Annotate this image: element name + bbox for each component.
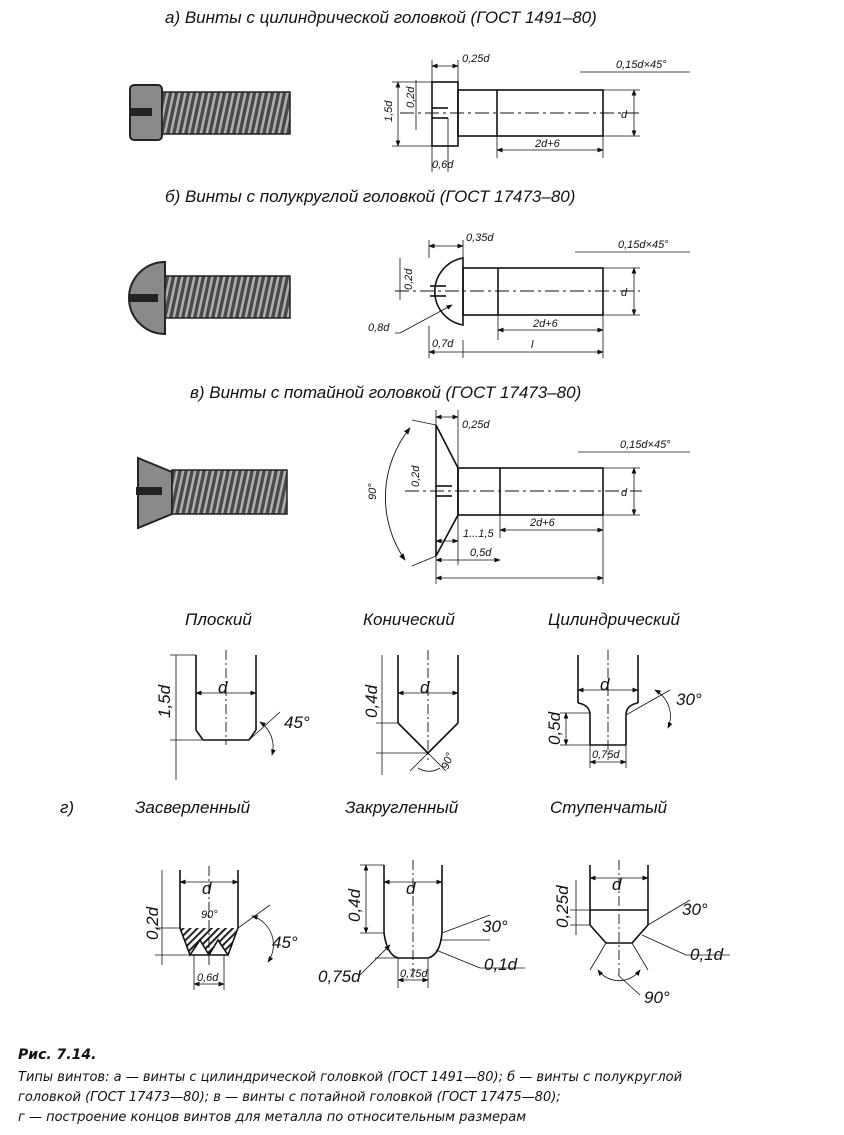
dim-drill-h: 0,2d [143, 906, 162, 940]
screw-c-drawing [384, 410, 690, 584]
screw-b-drawing [395, 240, 690, 358]
label-rounded-end: Закругленный [345, 798, 459, 817]
label-conical-end: Конический [363, 610, 455, 629]
dim-c-d: d [621, 487, 628, 499]
dim-b-d: d [621, 287, 628, 299]
dim-b-base: 0,7d [432, 338, 454, 350]
screw-a-photo [129, 84, 291, 141]
dim-flat-h: 1,5d [155, 684, 174, 718]
screw-a-drawing [392, 60, 690, 172]
dim-b-length: l [531, 339, 534, 351]
dim-cyl-angle: 30° [676, 690, 702, 709]
dim-round-left: 0,75d [318, 967, 361, 986]
end-drilled-drawing [155, 866, 274, 990]
dim-cone-d: d [420, 678, 430, 697]
dim-drill-w: 0,6d [197, 972, 219, 984]
section-c-title: в) Винты с потайной головкой (ГОСТ 17473… [190, 383, 582, 402]
dim-c-head: 0,25d [462, 419, 490, 431]
end-conical-drawing [376, 650, 459, 775]
dim-c-angle: 90° [367, 483, 379, 500]
dim-c-gap: 1...1,5 [463, 528, 494, 540]
label-drilled-end: Засверленный [135, 798, 251, 817]
dim-a-slotw: 0,6d [432, 159, 454, 171]
dim-b-chamfer: 0,15d×45° [618, 239, 669, 251]
section-b-title: б) Винты с полукруглой головкой (ГОСТ 17… [165, 187, 576, 206]
dim-step-right: 0,1d [690, 945, 724, 964]
dim-round-d: d [406, 879, 416, 898]
dim-a-head: 0,25d [462, 53, 490, 65]
screw-c-photo [136, 456, 288, 530]
screw-b-photo [128, 260, 291, 336]
caption-line-3: г — построение концов винтов для металла… [18, 1110, 527, 1125]
dim-cyl-h: 0,5d [545, 711, 564, 745]
label-cylindrical-end: Цилиндрический [548, 610, 681, 629]
dim-drill-angle: 45° [272, 933, 298, 952]
dim-a-height: 1,5d [383, 100, 395, 122]
dim-step-d: d [612, 875, 622, 894]
section-g-marker: г) [60, 798, 75, 817]
dim-round-angle: 30° [482, 917, 508, 936]
dim-b-radius: 0,8d [368, 322, 390, 334]
dim-flat-angle: 45° [284, 713, 310, 732]
dim-drill-d: d [202, 879, 212, 898]
dim-round-w: 0,75d [400, 968, 428, 980]
dim-round-h: 0,4d [345, 888, 364, 922]
dim-step-h: 0,25d [553, 885, 572, 928]
caption-line-2: головкой (ГОСТ 17473—80); в — винты с по… [18, 1090, 561, 1105]
dim-a-chamfer: 0,15d×45° [616, 59, 667, 71]
section-a-title: а) Винты с цилиндрической головкой (ГОСТ… [165, 8, 597, 27]
figure-number: Рис. 7.14. [18, 1047, 97, 1063]
dim-c-thread: 2d+6 [529, 517, 556, 529]
dim-step-angle: 30° [682, 900, 708, 919]
dim-c-base: 0,5d [470, 547, 492, 559]
dim-flat-d: d [218, 678, 228, 697]
dim-drill-inner: 90° [201, 909, 218, 921]
dim-a-d: d [621, 109, 628, 121]
dim-step-bottom: 90° [644, 988, 670, 1007]
dim-c-chamfer: 0,15d×45° [620, 439, 671, 451]
caption-line-1: Типы винтов: а — винты с цилиндрической … [18, 1070, 683, 1085]
dim-c-slot: 0,2d [410, 465, 422, 487]
dim-cyl-d: d [600, 675, 610, 694]
label-flat-end: Плоский [185, 610, 252, 629]
end-rounded-drawing [359, 860, 525, 988]
end-cylindrical-drawing [560, 650, 673, 768]
dim-cone-h: 0,4d [362, 684, 381, 718]
label-stepped-end: Ступенчатый [550, 798, 668, 817]
dim-b-thread: 2d+6 [532, 318, 559, 330]
end-stepped-drawing [570, 860, 730, 996]
dim-a-thread: 2d+6 [534, 138, 561, 150]
dim-round-right: 0,1d [484, 955, 518, 974]
dim-cyl-w: 0,75d [592, 749, 620, 761]
dim-b-head: 0,35d [466, 232, 494, 244]
end-flat-drawing [170, 650, 281, 780]
dim-b-slot: 0,2d [403, 268, 415, 290]
dim-a-slot: 0,2d [405, 86, 417, 108]
dim-cone-angle: 90° [440, 751, 457, 771]
